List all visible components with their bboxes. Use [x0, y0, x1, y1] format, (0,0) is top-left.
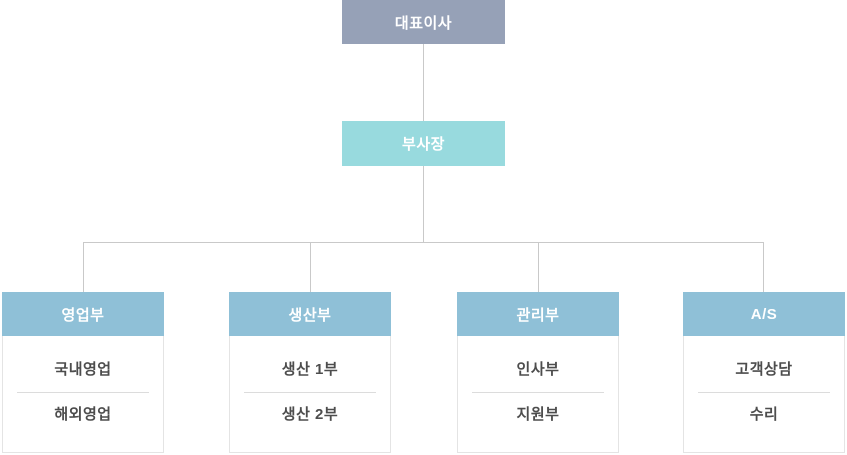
dept-sales: 영업부 국내영업 해외영업: [2, 292, 164, 453]
dept-item: 국내영업: [54, 361, 112, 378]
dept-sales-header: 영업부: [2, 292, 164, 336]
connector-drop-sales: [83, 242, 84, 292]
org-node-vp: 부사장: [342, 121, 505, 166]
connector-drop-production: [310, 242, 311, 292]
dept-as: A/S 고객상담 수리: [683, 292, 845, 453]
item-divider: [472, 392, 604, 393]
connector-ceo-vp: [423, 44, 424, 121]
org-node-vp-label: 부사장: [402, 136, 445, 153]
connector-drop-management: [538, 242, 539, 292]
dept-item: 인사부: [516, 361, 560, 378]
dept-as-header: A/S: [683, 292, 845, 336]
dept-sales-body: 국내영업 해외영업: [2, 336, 164, 453]
connector-vp-rail: [423, 166, 424, 242]
dept-item: 지원부: [516, 406, 560, 423]
dept-item: 수리: [749, 406, 779, 423]
dept-item: 생산 1부: [281, 361, 339, 378]
org-node-ceo-label: 대표이사: [394, 14, 453, 32]
dept-item: 고객상담: [735, 361, 793, 378]
dept-production: 생산부 생산 1부 생산 2부: [229, 292, 391, 453]
dept-management: 관리부 인사부 지원부: [457, 292, 619, 453]
dept-production-body: 생산 1부 생산 2부: [229, 336, 391, 453]
connector-drop-as: [763, 242, 764, 292]
org-node-ceo: 대표이사: [342, 0, 505, 44]
dept-management-body: 인사부 지원부: [457, 336, 619, 453]
item-divider: [698, 392, 830, 393]
item-divider: [244, 392, 376, 393]
item-divider: [17, 392, 149, 393]
dept-production-header: 생산부: [229, 292, 391, 336]
dept-as-body: 고객상담 수리: [683, 336, 845, 453]
dept-management-header: 관리부: [457, 292, 619, 336]
dept-item: 해외영업: [54, 406, 112, 423]
dept-item: 생산 2부: [281, 406, 339, 423]
connector-rail: [83, 242, 764, 243]
